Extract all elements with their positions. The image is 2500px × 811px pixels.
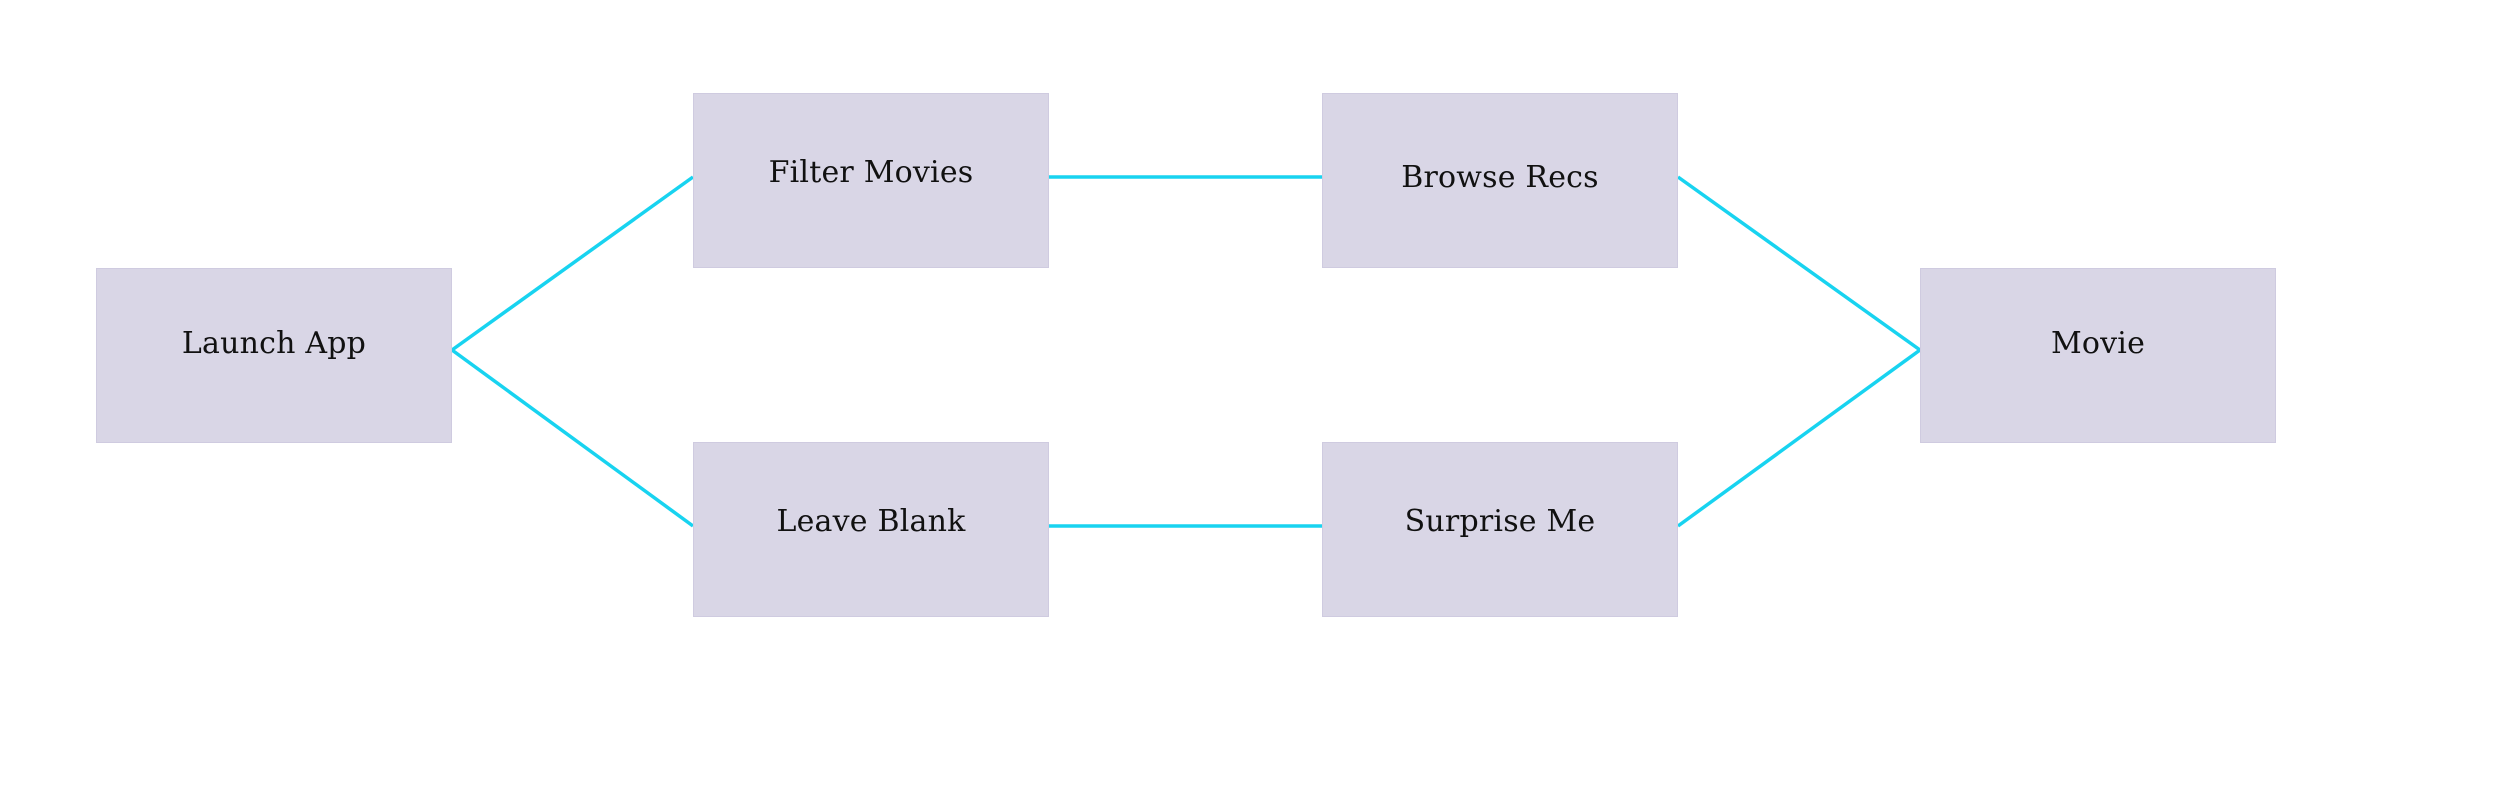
- node-movie: Movie: [1920, 268, 2276, 443]
- node-leave-blank: Leave Blank: [693, 442, 1049, 617]
- node-filter-movies-label: Filter Movies: [768, 155, 974, 190]
- node-surprise-me: Surprise Me: [1322, 442, 1678, 617]
- edge-browse-movie: [1676, 175, 1922, 352]
- node-browse-recs: Browse Recs: [1322, 93, 1678, 268]
- edge-surprise-movie: [1676, 348, 1922, 528]
- edge-launch-blank: [450, 348, 695, 528]
- node-filter-movies: Filter Movies: [693, 93, 1049, 268]
- node-movie-label: Movie: [2050, 326, 2146, 361]
- node-browse-recs-label: Browse Recs: [1401, 160, 1599, 195]
- edge-launch-filter: [450, 175, 695, 352]
- node-launch-app-label: Launch App: [181, 326, 367, 361]
- node-surprise-me-label: Surprise Me: [1404, 504, 1596, 539]
- node-launch-app: Launch App: [96, 268, 452, 443]
- node-leave-blank-label: Leave Blank: [776, 504, 966, 539]
